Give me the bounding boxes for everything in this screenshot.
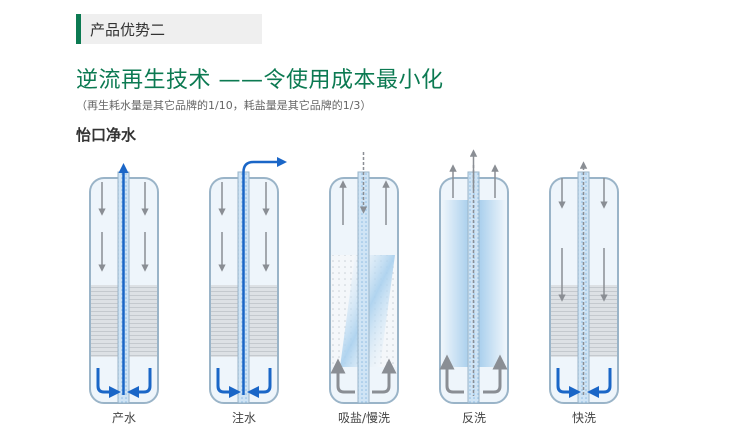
stage-3-brine-draw-slow-rinse-diagram: [329, 152, 399, 404]
brand-title: 怡口净水: [76, 126, 137, 144]
section-header: 产品优势二: [76, 14, 262, 44]
stage-2-brine-refill-diagram: [209, 157, 287, 404]
stage-label-3: 吸盐/慢洗: [337, 411, 391, 425]
headline-subnote: （再生耗水量是其它品牌的1/10，耗盐量是其它品牌的1/3）: [76, 99, 372, 112]
blue-curl-arrow: [216, 368, 241, 398]
headline-main: 逆流再生技术: [76, 68, 212, 93]
grey-curl-arrow: [439, 354, 464, 394]
grey-curl-arrow: [372, 358, 397, 394]
grey-curl-arrow: [483, 354, 508, 394]
blue-curl-arrow: [127, 368, 152, 398]
blue-curl-arrow: [587, 368, 612, 398]
stage-1-service-diagram: [89, 163, 159, 404]
section-header-accent-bar: [76, 14, 81, 44]
blue-curl-arrow: [556, 368, 581, 398]
section-title: 产品优势二: [90, 21, 166, 39]
stage-5-fast-rinse-diagram: [549, 161, 619, 404]
headline: 逆流再生技术 ——令使用成本最小化: [76, 62, 444, 94]
stage-label-5: 快洗: [571, 411, 596, 425]
blue-flow-out-arrow: [242, 157, 287, 395]
headline-dash: ——: [218, 68, 264, 93]
stage-label-1: 产水: [111, 411, 136, 425]
stage-label-2: 注水: [231, 411, 256, 425]
center-pipe: [357, 171, 370, 404]
blue-curl-arrow: [247, 368, 272, 398]
headline-tail: 令使用成本最小化: [263, 68, 444, 93]
grey-curl-arrow: [330, 358, 355, 394]
blue-curl-arrow: [96, 368, 121, 398]
stage-label-4: 反洗: [461, 411, 486, 425]
stage-4-backwash-diagram: [439, 149, 509, 404]
